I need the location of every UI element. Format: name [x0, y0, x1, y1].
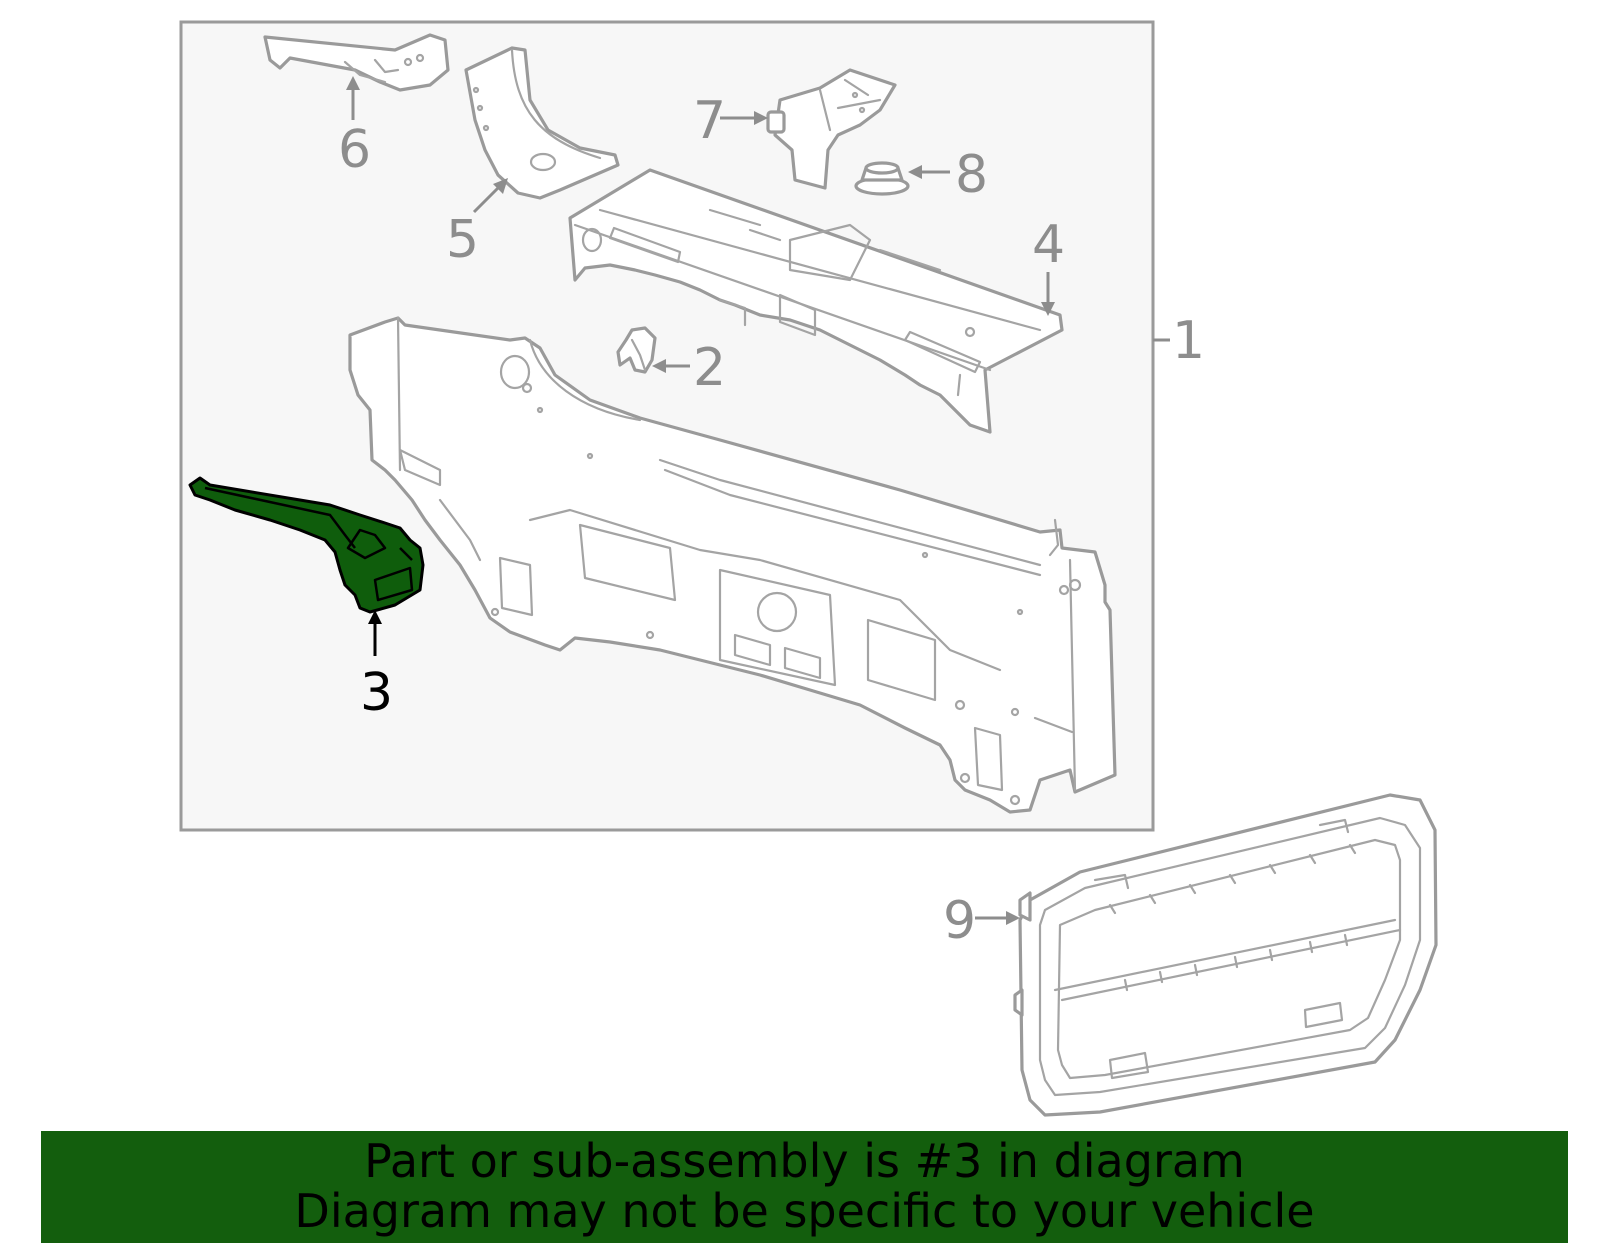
callout-6: 6 [338, 76, 371, 180]
callout-8: 8 [908, 145, 988, 205]
callout-8-label: 8 [955, 145, 988, 205]
banner-line-2: Diagram may not be specific to your vehi… [294, 1184, 1315, 1238]
callout-5-label: 5 [446, 210, 479, 270]
callout-2-label: 2 [693, 338, 726, 398]
part-5-wheelhouse-panel[interactable] [464, 46, 620, 200]
callout-4-label: 4 [1032, 215, 1065, 275]
part-4-upper-rail[interactable] [568, 168, 1064, 434]
part-9-vent-frame[interactable] [1013, 793, 1438, 1117]
callout-7-label: 7 [693, 91, 726, 151]
part-6-bracket[interactable] [263, 33, 450, 92]
callout-2: 2 [652, 338, 726, 398]
callout-4: 4 [1032, 215, 1065, 316]
callout-1-label: 1 [1172, 311, 1205, 371]
callout-1: 1 [1153, 311, 1205, 371]
callout-3-label: 3 [360, 663, 393, 723]
part-3-bracket-highlighted[interactable] [188, 476, 425, 614]
callout-3: 3 [360, 610, 393, 723]
part-7-bracket[interactable] [766, 68, 897, 190]
part-info-banner: Part or sub-assembly is #3 in diagram Di… [41, 1131, 1568, 1243]
part-1-rear-panel[interactable] [348, 316, 1117, 814]
callout-5: 5 [446, 178, 508, 270]
part-2-clip[interactable] [616, 326, 657, 374]
part-8-grommet[interactable] [854, 161, 910, 196]
callout-9-label: 9 [943, 891, 976, 951]
callout-9: 9 [943, 891, 1020, 951]
parts-diagram: 1 2 3 4 5 6 7 8 9 [179, 20, 1438, 1117]
callout-6-label: 6 [338, 120, 371, 180]
banner-line-1: Part or sub-assembly is #3 in diagram [364, 1134, 1245, 1188]
callout-7: 7 [693, 91, 768, 151]
